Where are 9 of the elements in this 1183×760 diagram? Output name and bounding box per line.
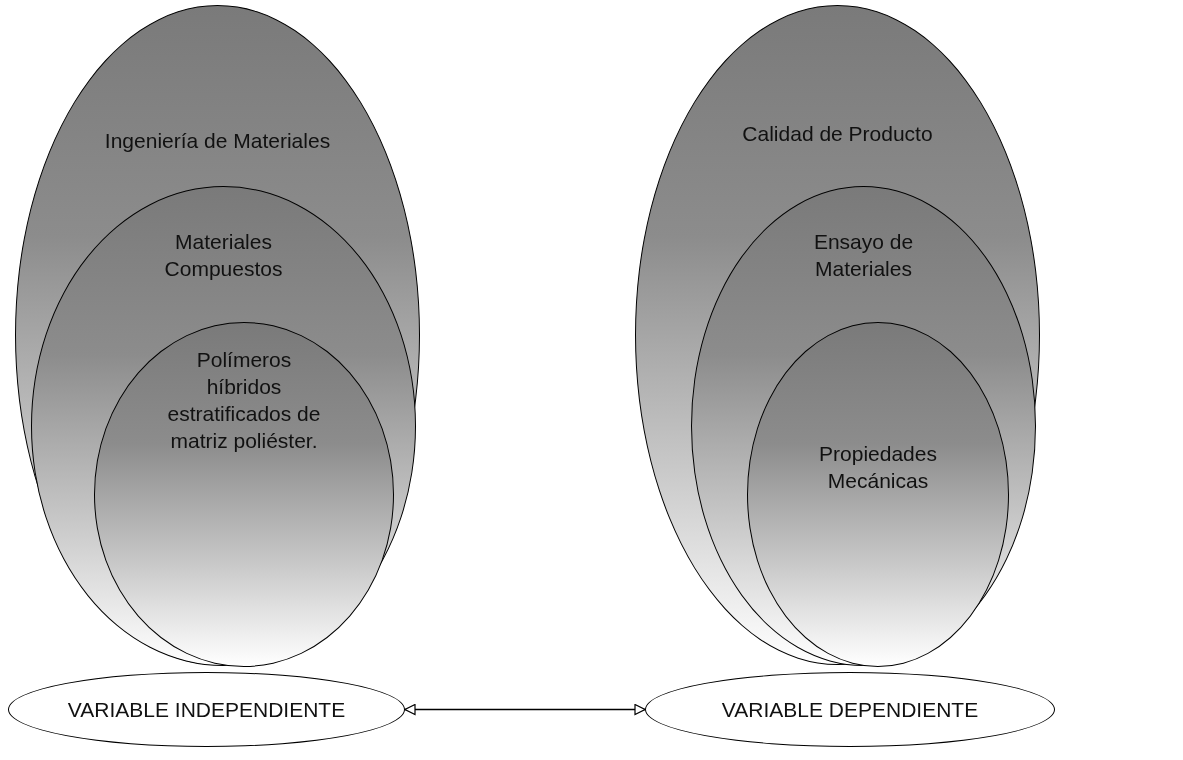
region-label: Polímeros híbridos estratificados de matriz poliéster. [166,347,322,454]
region-label: Propiedades Mecánicas [818,441,938,494]
region-label: Calidad de Producto [741,121,934,147]
region-label: Ingeniería de Materiales [103,128,332,154]
double-arrow [404,703,646,716]
region-label: VARIABLE DEPENDIENTE [720,697,980,723]
region-label: Materiales Compuestos [163,229,284,282]
region-label: VARIABLE INDEPENDIENTE [66,697,347,723]
region-label: Ensayo de Materiales [812,229,915,282]
